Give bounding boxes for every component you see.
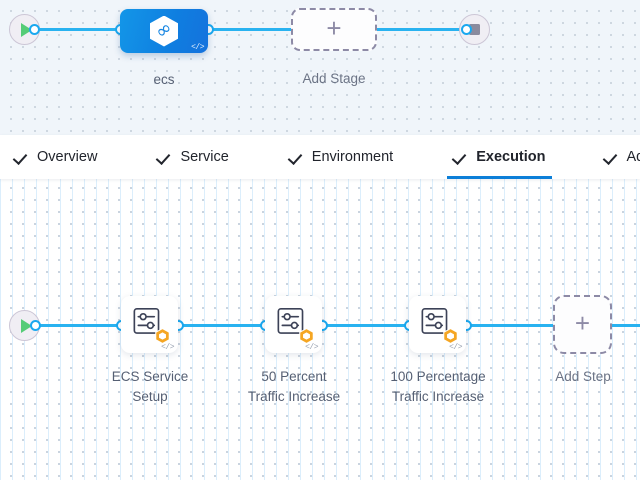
step-2-label: 100 Percentage Traffic Increase (373, 367, 503, 407)
step-wire-0 (33, 324, 133, 327)
step-0-label: ECS Service Setup (90, 367, 210, 407)
stage-canvas[interactable]: ∞ </> ecs + Add Stage (0, 0, 640, 135)
check-icon (453, 150, 468, 165)
tab-overview[interactable]: Overview (8, 135, 103, 179)
config-tab-bar: Overview Service Environment Execution A… (0, 135, 640, 179)
tab-label: Overview (37, 149, 98, 165)
sliders-icon (133, 308, 160, 334)
step-label-line2: Traffic Increase (247, 389, 341, 404)
tab-label: Execution (476, 149, 546, 165)
step-start-port[interactable] (30, 320, 41, 331)
add-stage-button[interactable]: + (291, 8, 377, 51)
orange-hexagon-icon (155, 328, 170, 344)
sliders-icon (421, 308, 448, 334)
stop-icon (469, 24, 480, 35)
step-node-50-percent-traffic-increase[interactable]: </> (265, 296, 322, 353)
add-step-button[interactable]: + (553, 295, 612, 354)
code-badge-icon: </> (449, 343, 462, 352)
step-node-ecs-service-setup[interactable]: </> (121, 296, 178, 353)
code-badge-icon: </> (191, 43, 204, 52)
check-icon (604, 150, 619, 165)
stage-node-ecs[interactable]: ∞ </> (120, 9, 208, 53)
tab-advanced[interactable]: Advance (598, 135, 640, 179)
stage-start-port[interactable] (29, 24, 40, 35)
step-label-line1: 50 Percent (261, 369, 327, 384)
tab-service[interactable]: Service (151, 135, 234, 179)
step-node-100-percentage-traffic-increase[interactable]: </> (409, 296, 466, 353)
pipeline-start-node[interactable] (9, 14, 40, 45)
play-icon (20, 318, 32, 333)
tab-label: Service (180, 149, 229, 165)
stage-wire-mid (208, 28, 298, 31)
stage-wire-start (32, 28, 132, 31)
infinity-hexagon-icon: ∞ (150, 15, 178, 47)
check-icon (157, 150, 172, 165)
step-wire-3 (466, 324, 556, 327)
step-label-line2: Traffic Increase (391, 389, 485, 404)
tab-label: Environment (311, 149, 394, 165)
step-label-line2: Setup (132, 389, 168, 404)
code-badge-icon: </> (161, 343, 174, 352)
orange-hexagon-icon (443, 328, 458, 344)
code-badge-icon: </> (305, 343, 318, 352)
step-wire-1 (178, 324, 268, 327)
plus-icon: + (326, 13, 342, 43)
stage-wire-end (372, 28, 468, 31)
step-canvas[interactable]: </> ECS Service Setup </> 50 (0, 179, 640, 480)
add-step-label: Add Step (555, 369, 611, 384)
tab-label: Advance (626, 149, 640, 165)
check-icon (14, 150, 29, 165)
infinity-glyph: ∞ (150, 16, 177, 44)
stage-end-port[interactable] (461, 24, 472, 35)
stage-label: ecs (153, 72, 175, 87)
step-wire-4 (610, 324, 640, 327)
step-1-label: 50 Percent Traffic Increase (231, 367, 357, 407)
step-label-line1: 100 Percentage (390, 369, 486, 384)
check-icon (289, 150, 304, 165)
plus-icon: + (574, 308, 591, 338)
play-icon (20, 22, 32, 37)
tab-execution[interactable]: Execution (447, 135, 552, 179)
tab-environment[interactable]: Environment (283, 135, 399, 179)
orange-hexagon-icon (299, 328, 314, 344)
sliders-icon (277, 308, 304, 334)
step-start-node[interactable] (9, 310, 40, 341)
add-stage-label: Add Stage (302, 71, 366, 86)
step-wire-2 (322, 324, 410, 327)
step-label-line1: ECS Service (111, 369, 189, 384)
